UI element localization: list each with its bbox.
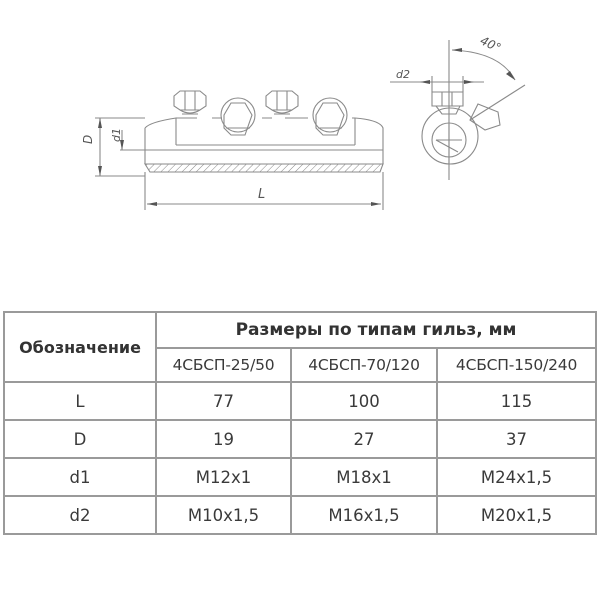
param-cell: L <box>3 381 157 421</box>
value-cell: M10x1,5 <box>155 495 292 535</box>
table-row: L 77 100 115 <box>3 381 598 421</box>
dimensions-table: Обозначение Размеры по типам гильз, мм 4… <box>3 311 598 535</box>
value-cell: 27 <box>290 419 438 459</box>
type-row: 4СБСП-25/50 4СБСП-70/120 4СБСП-150/240 <box>4 347 598 383</box>
value-cell: 19 <box>155 419 292 459</box>
label-D: D <box>81 135 95 144</box>
value-cell: M16x1,5 <box>290 495 438 535</box>
type-header: 4СБСП-150/240 <box>435 347 598 383</box>
end-view <box>390 40 526 180</box>
table-row: D 19 27 37 <box>3 419 598 459</box>
value-cell: M20x1,5 <box>435 495 598 535</box>
type-header: 4СБСП-70/120 <box>290 347 438 383</box>
bolt-icon-2 <box>265 90 299 115</box>
param-cell: D <box>3 419 157 459</box>
technical-drawing: D d1 L d2 40° <box>81 33 526 210</box>
param-cell: d1 <box>3 457 157 497</box>
nut-icon-2 <box>312 97 348 136</box>
label-d1: d1 <box>110 128 123 142</box>
value-cell: 77 <box>155 381 292 421</box>
value-cell: M24x1,5 <box>435 457 598 497</box>
group-header: Размеры по типам гильз, мм <box>154 311 598 349</box>
designation-header: Обозначение <box>3 311 157 383</box>
value-cell: 115 <box>435 381 598 421</box>
label-angle: 40° <box>478 33 503 55</box>
table-row: d2 M10x1,5 M16x1,5 M20x1,5 <box>3 495 598 535</box>
label-d2: d2 <box>396 68 410 81</box>
value-cell: 100 <box>290 381 438 421</box>
header-row: Обозначение Размеры по типам гильз, мм <box>3 311 598 383</box>
value-cell: M12x1 <box>155 457 292 497</box>
bolt-icon-1 <box>173 90 207 115</box>
side-view <box>95 90 384 210</box>
label-L: L <box>258 187 265 202</box>
value-cell: M18x1 <box>290 457 438 497</box>
table-row: d1 M12x1 M18x1 M24x1,5 <box>3 457 598 497</box>
value-cell: 37 <box>435 419 598 459</box>
nut-icon-1 <box>220 97 256 136</box>
param-cell: d2 <box>3 495 157 535</box>
type-header: 4СБСП-25/50 <box>155 347 292 383</box>
